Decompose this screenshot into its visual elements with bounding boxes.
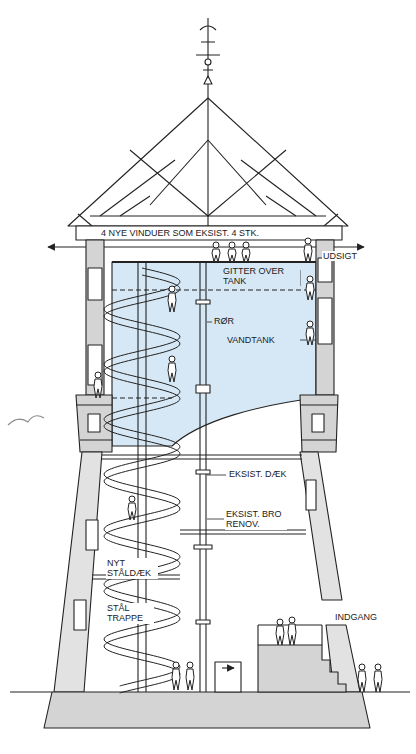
person-figure — [242, 242, 250, 262]
annotation-label: VANDTANK — [226, 335, 276, 345]
water-tank — [112, 262, 316, 446]
weathervane — [196, 18, 220, 100]
person-figure — [128, 496, 136, 520]
pipe — [194, 262, 212, 692]
person-figure — [306, 276, 314, 300]
person-figure — [168, 286, 176, 312]
person-figure — [228, 242, 236, 262]
ground-line — [10, 691, 52, 692]
person-figure — [212, 242, 220, 262]
person-figure — [94, 372, 102, 398]
person-figure — [276, 619, 284, 645]
spiral-stair-edge — [104, 268, 180, 686]
upper-walls — [86, 240, 334, 395]
spiral-stair-edge — [104, 275, 180, 693]
person-figure — [306, 321, 314, 345]
roof-truss — [68, 98, 348, 226]
person-figure — [374, 664, 382, 692]
annotation-label: UDSIGT — [322, 251, 358, 261]
annotation-label: INDGANG — [334, 612, 378, 622]
entrance-steps — [215, 625, 346, 692]
annotation-label: STÅL TRAPPE — [106, 603, 154, 624]
eave-band — [76, 226, 342, 240]
piers — [76, 395, 338, 452]
spiral-stair — [104, 268, 180, 693]
person-figure — [288, 617, 296, 645]
foundation — [44, 692, 370, 728]
annotation-label: RØR — [213, 316, 235, 326]
stair-column — [137, 262, 138, 692]
person-figure — [304, 238, 312, 262]
annotation-label: EKSIST. DÆK — [228, 469, 288, 479]
person-figure — [172, 662, 180, 690]
annotation-label: 4 NYE VINDUER SOM EKSIST. 4 STK. — [100, 228, 260, 238]
leader-lines — [207, 270, 316, 519]
people — [94, 238, 382, 692]
annotation-label: EKSIST. BRO RENOV. — [225, 509, 287, 530]
person-figure — [186, 662, 194, 690]
decks — [92, 455, 306, 579]
person-figure — [168, 356, 176, 382]
person-figure — [358, 664, 366, 692]
lower-walls — [54, 452, 360, 692]
annotation-label: GITTER OVER TANK — [222, 266, 300, 287]
annotation-label: NYT STÅLDÆK — [106, 558, 158, 579]
